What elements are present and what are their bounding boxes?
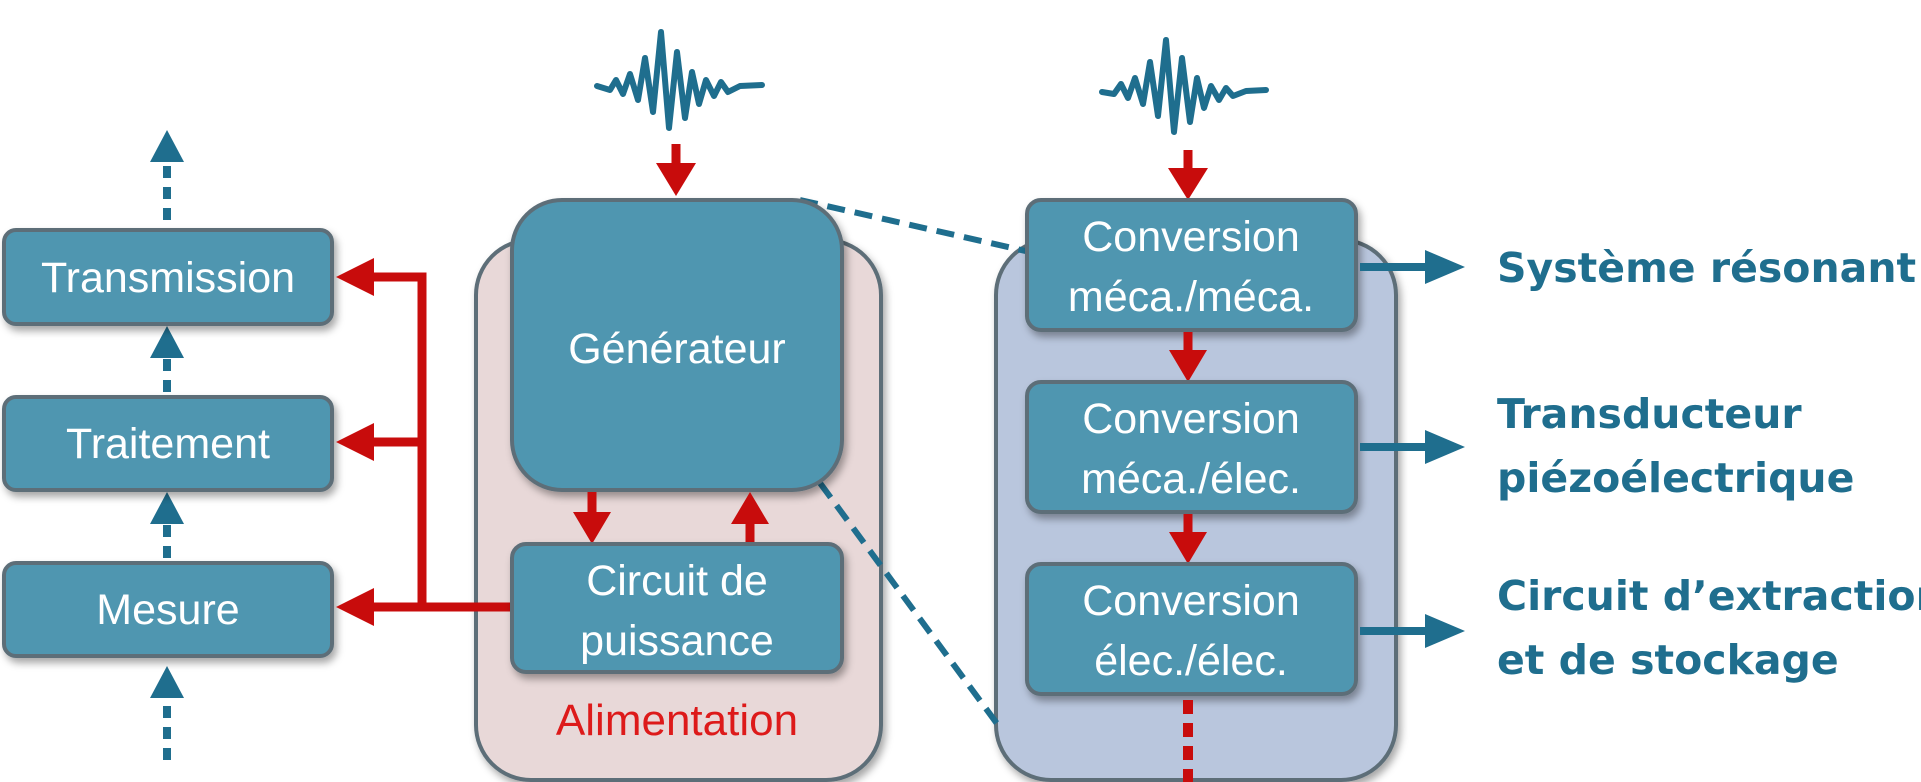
conversion-arrow-2-3 bbox=[1169, 514, 1207, 564]
mesure-box bbox=[2, 561, 334, 658]
right-teal-arrows bbox=[1360, 250, 1465, 648]
traitement-box bbox=[2, 395, 334, 492]
generateur-label: Générateur bbox=[568, 325, 786, 373]
wave-to-generateur-arrow bbox=[656, 144, 696, 196]
circuit-puissance-line2: puissance bbox=[580, 617, 774, 665]
conversion-box-2 bbox=[1025, 380, 1358, 514]
left-dashed-arrows bbox=[150, 130, 184, 760]
conversion-box-1 bbox=[1025, 198, 1358, 332]
vibration-wave-icon bbox=[594, 29, 765, 131]
transmission-label: Transmission bbox=[41, 254, 295, 302]
systeme-resonant-label: Système résonant bbox=[1497, 244, 1916, 292]
transmission-box bbox=[2, 228, 334, 326]
wave-to-conversion-arrow bbox=[1168, 150, 1208, 200]
generateur-box bbox=[510, 198, 844, 492]
transducteur-label-line2: piézoélectrique bbox=[1497, 454, 1854, 502]
conversion-1-line1: Conversion bbox=[1082, 213, 1300, 261]
conversion-3-line1: Conversion bbox=[1082, 577, 1300, 625]
circuit-puissance-box bbox=[510, 542, 844, 674]
circuit-to-gen-arrow bbox=[731, 492, 769, 544]
zoom-line-bottom bbox=[817, 481, 1001, 727]
conversion-2-line1: Conversion bbox=[1082, 395, 1300, 443]
conversion-arrow-1-2 bbox=[1169, 332, 1207, 382]
conversion-box-3 bbox=[1025, 562, 1358, 696]
power-distribution-arrows bbox=[372, 272, 512, 612]
vibration-wave-icon-right bbox=[1099, 37, 1269, 135]
transducteur-label-line1: Transducteur bbox=[1497, 390, 1802, 438]
circuit-extraction-label-line1: Circuit d’extraction bbox=[1497, 572, 1921, 620]
conversion-1-line2: méca./méca. bbox=[1068, 273, 1314, 321]
traitement-label: Traitement bbox=[66, 420, 270, 468]
circuit-puissance-line1: Circuit de bbox=[586, 557, 768, 605]
circuit-extraction-label-line2: et de stockage bbox=[1497, 636, 1839, 684]
conversion-2-line2: méca./élec. bbox=[1081, 455, 1301, 503]
alimentation-label: Alimentation bbox=[556, 696, 798, 745]
mesure-label: Mesure bbox=[96, 586, 239, 634]
conversion-3-line2: élec./élec. bbox=[1094, 637, 1288, 685]
zoom-line-top bbox=[799, 197, 1031, 255]
gen-to-circuit-arrow bbox=[573, 492, 611, 544]
power-arrow-heads bbox=[336, 258, 374, 626]
